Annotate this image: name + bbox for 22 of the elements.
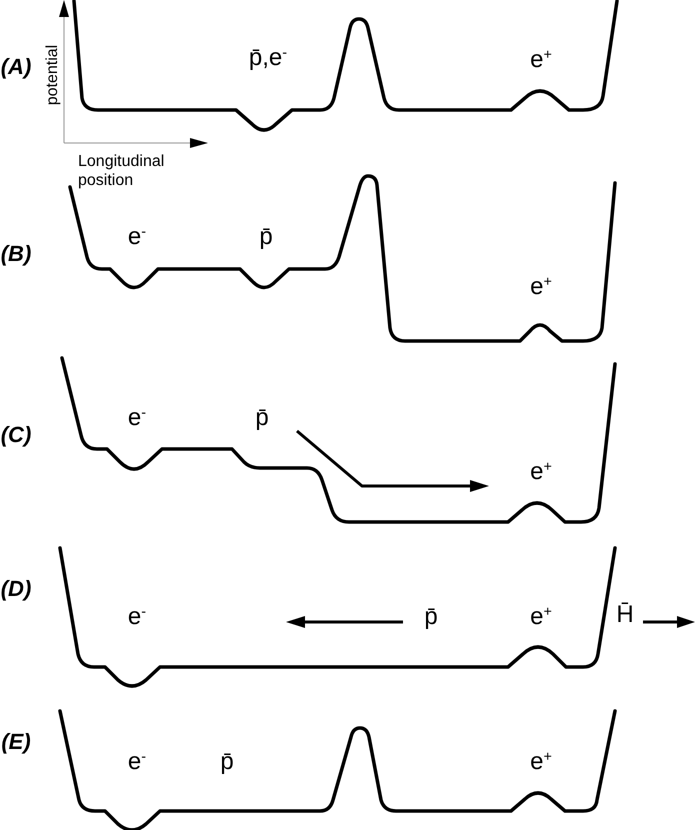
particle-label: e$^{-}$: [128, 605, 146, 629]
particle-label: e$^{-}$: [128, 750, 146, 774]
axis-title: Longitudinal position: [78, 152, 166, 190]
panel-label: (B): [0, 243, 32, 265]
particle-label: e$^{-}$: [128, 225, 146, 249]
particle-label: p̄: [220, 750, 234, 774]
particle-label: e$^{+}$: [530, 48, 552, 72]
panel-label: (E): [1, 731, 31, 753]
particle-label: p̄: [259, 225, 273, 249]
particle-label: e$^{+}$: [530, 275, 552, 299]
particle-label: e$^{-}$: [128, 406, 146, 430]
axis-title: potential: [45, 44, 61, 106]
panel-label: (D): [0, 578, 32, 600]
panel-label: (A): [0, 56, 32, 78]
particle-label: e$^{+}$: [530, 750, 552, 774]
particle-label: e$^{+}$: [530, 460, 552, 484]
particle-label: p̄,e$^{-}$: [248, 46, 288, 70]
particle-label: p̄: [424, 605, 438, 629]
panel-label: (C): [0, 424, 32, 446]
particle-label: p̄: [255, 406, 269, 430]
particle-label: e$^{+}$: [530, 605, 552, 629]
particle-label: H̄: [616, 603, 634, 627]
